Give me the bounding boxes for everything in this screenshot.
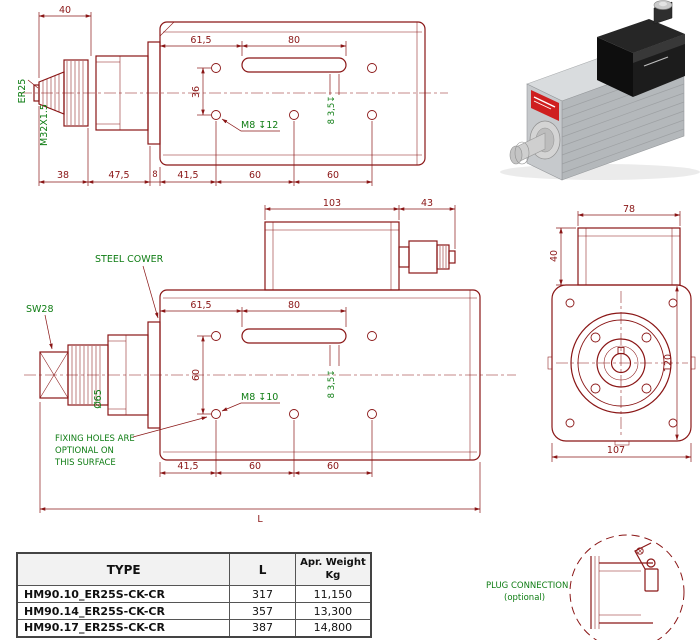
fixing-note-line3: THIS SURFACE: [54, 458, 116, 468]
chain-label-38: 38: [57, 170, 69, 181]
side-view-mounting-holes: [211, 328, 377, 419]
plug-connection-optional: (optional): [504, 593, 545, 603]
dim-label-107: 107: [607, 445, 625, 456]
label-m32x1-5: M32X1.5: [39, 104, 50, 146]
chain-label-47-5: 47,5: [108, 170, 129, 181]
side-chain-41-5: 41,5: [177, 461, 198, 472]
dim-label-61-5: 61,5: [190, 35, 211, 46]
photo-terminal-box-left: [597, 37, 633, 97]
top-view-chain-extensions: [38, 106, 373, 186]
col-header-weight: Apr. Weight Kg: [294, 552, 372, 586]
callout-m8-10: M8 ↧10: [241, 392, 278, 403]
chain-label-41-5: 41,5: [177, 170, 198, 181]
dim-label-80: 80: [288, 35, 300, 46]
side-view-chain-extensions: [159, 420, 373, 477]
side-chain-60b: 60: [327, 461, 339, 472]
plug-detail-drawing: [590, 542, 659, 629]
photo-connector-tip: [659, 1, 667, 7]
col-header-weight-line1: Apr. Weight: [300, 557, 366, 568]
col-header-length: L: [229, 552, 296, 586]
cell-type-2: HM90.17_ER25S-CK-CR: [16, 619, 231, 637]
dim-label-60-vert: 60: [191, 369, 202, 381]
collet-nut-knurl: [66, 61, 84, 125]
label-dia-65: Ø65: [93, 389, 104, 409]
label-er25: ER25: [17, 79, 28, 104]
side-chain-60a: 60: [249, 461, 261, 472]
end-view-drawing: 78 40 120 107: [547, 204, 696, 462]
spec-table-header-row: TYPE L Apr. Weight Kg: [16, 552, 372, 586]
top-view-drawing: 40 61,5 80 36 M8 ↧12 8 3,5↧ ER25 M32X1.5: [17, 5, 448, 186]
chain-label-60a: 60: [249, 170, 261, 181]
chain-label-8: 8: [152, 170, 157, 180]
chain-label-60b: 60: [327, 170, 339, 181]
side-view-spindle-nose: [39, 321, 161, 429]
label-steel-cower: STEEL COWER: [95, 254, 164, 265]
photo-terminal-box-top: [597, 19, 685, 53]
dim-label-36: 36: [191, 86, 202, 98]
top-view-mounting-holes: [211, 57, 377, 120]
dim-label-78: 78: [623, 204, 635, 215]
top-view-dimensions: 40 61,5 80 36 M8 ↧12 8 3,5↧ ER25 M32X1.5: [17, 5, 373, 186]
end-view-flange-circles: [556, 291, 688, 437]
cell-weight-0: 11,150: [294, 585, 372, 603]
cell-type-0: HM90.10_ER25S-CK-CR: [16, 585, 231, 603]
cell-length-1: 357: [229, 602, 296, 620]
plug-connection-detail: PLUG CONNECTION (optional): [486, 534, 685, 640]
cell-type-1: HM90.14_ER25S-CK-CR: [16, 602, 231, 620]
side-view-drawing: 103 43 STEEL COWER SW28 Ø65 61,5 80 60 M…: [24, 198, 516, 525]
cable-gland: [398, 240, 456, 274]
side-view-slot: [241, 328, 347, 344]
col-header-type: TYPE: [16, 552, 231, 586]
dim-label-120: 120: [663, 354, 674, 372]
col-header-weight-line2: Kg: [325, 569, 341, 581]
cell-weight-1: 13,300: [294, 602, 372, 620]
slot-dims-label-side: 8 3,5↧: [327, 370, 337, 399]
table-row: HM90.10_ER25S-CK-CR 317 11,150: [16, 585, 372, 603]
product-photo: [500, 0, 700, 181]
dim-label-61-5-side: 61,5: [190, 300, 211, 311]
keyway: [617, 347, 625, 354]
table-row: HM90.17_ER25S-CK-CR 387 14,800: [16, 619, 372, 637]
plug-connection-label: PLUG CONNECTION: [486, 581, 568, 591]
side-view-dimensions: 103 43 STEEL COWER SW28 Ø65 61,5 80 60 M…: [26, 198, 481, 525]
collet-hatch: [42, 74, 60, 112]
side-nut-knurl: [71, 346, 101, 404]
table-row: HM90.14_ER25S-CK-CR 357 13,300: [16, 602, 372, 620]
dim-label-40: 40: [59, 5, 71, 16]
photo-collet-ring: [514, 141, 530, 165]
terminal-box: [264, 221, 400, 291]
photo-nameplate-text-mark: [533, 96, 556, 108]
photo-box-text-mark: [643, 56, 669, 67]
dim-label-103: 103: [323, 198, 341, 209]
dim-label-L: L: [257, 514, 263, 525]
label-sw28: SW28: [26, 304, 54, 315]
cell-length-0: 317: [229, 585, 296, 603]
dim-label-80-side: 80: [288, 300, 300, 311]
end-view-terminal-box: [577, 227, 681, 286]
photo-nameplate-text-mark2: [533, 100, 552, 110]
cell-length-2: 387: [229, 619, 296, 637]
fixing-note-line1: FIXING HOLES ARE: [55, 434, 135, 444]
wrench-flat: [39, 351, 69, 399]
photo-collet-nut: [509, 145, 523, 165]
callout-m8-12: M8 ↧12: [241, 120, 278, 131]
spec-table: TYPE L Apr. Weight Kg HM90.10_ER25S-CK-C…: [16, 552, 372, 638]
slot-dims-label: 8 3,5↧: [327, 96, 337, 125]
top-view-spindle-nose: [33, 41, 161, 145]
dim-label-40-end: 40: [549, 250, 560, 262]
dim-label-43: 43: [421, 198, 433, 209]
photo-red-nameplate: [531, 90, 559, 121]
spec-table-grid: TYPE L Apr. Weight Kg HM90.10_ER25S-CK-C…: [16, 552, 372, 638]
detail-bubble: [569, 534, 685, 640]
photo-terminal-box-gloss: [633, 34, 685, 63]
end-view-body: [547, 284, 696, 446]
end-view-dimensions: 78 40 120 107: [549, 204, 692, 462]
top-view-slot: [241, 57, 347, 73]
cell-weight-2: 14,800: [294, 619, 372, 637]
fixing-note-line2: OPTIONAL ON: [55, 446, 114, 456]
